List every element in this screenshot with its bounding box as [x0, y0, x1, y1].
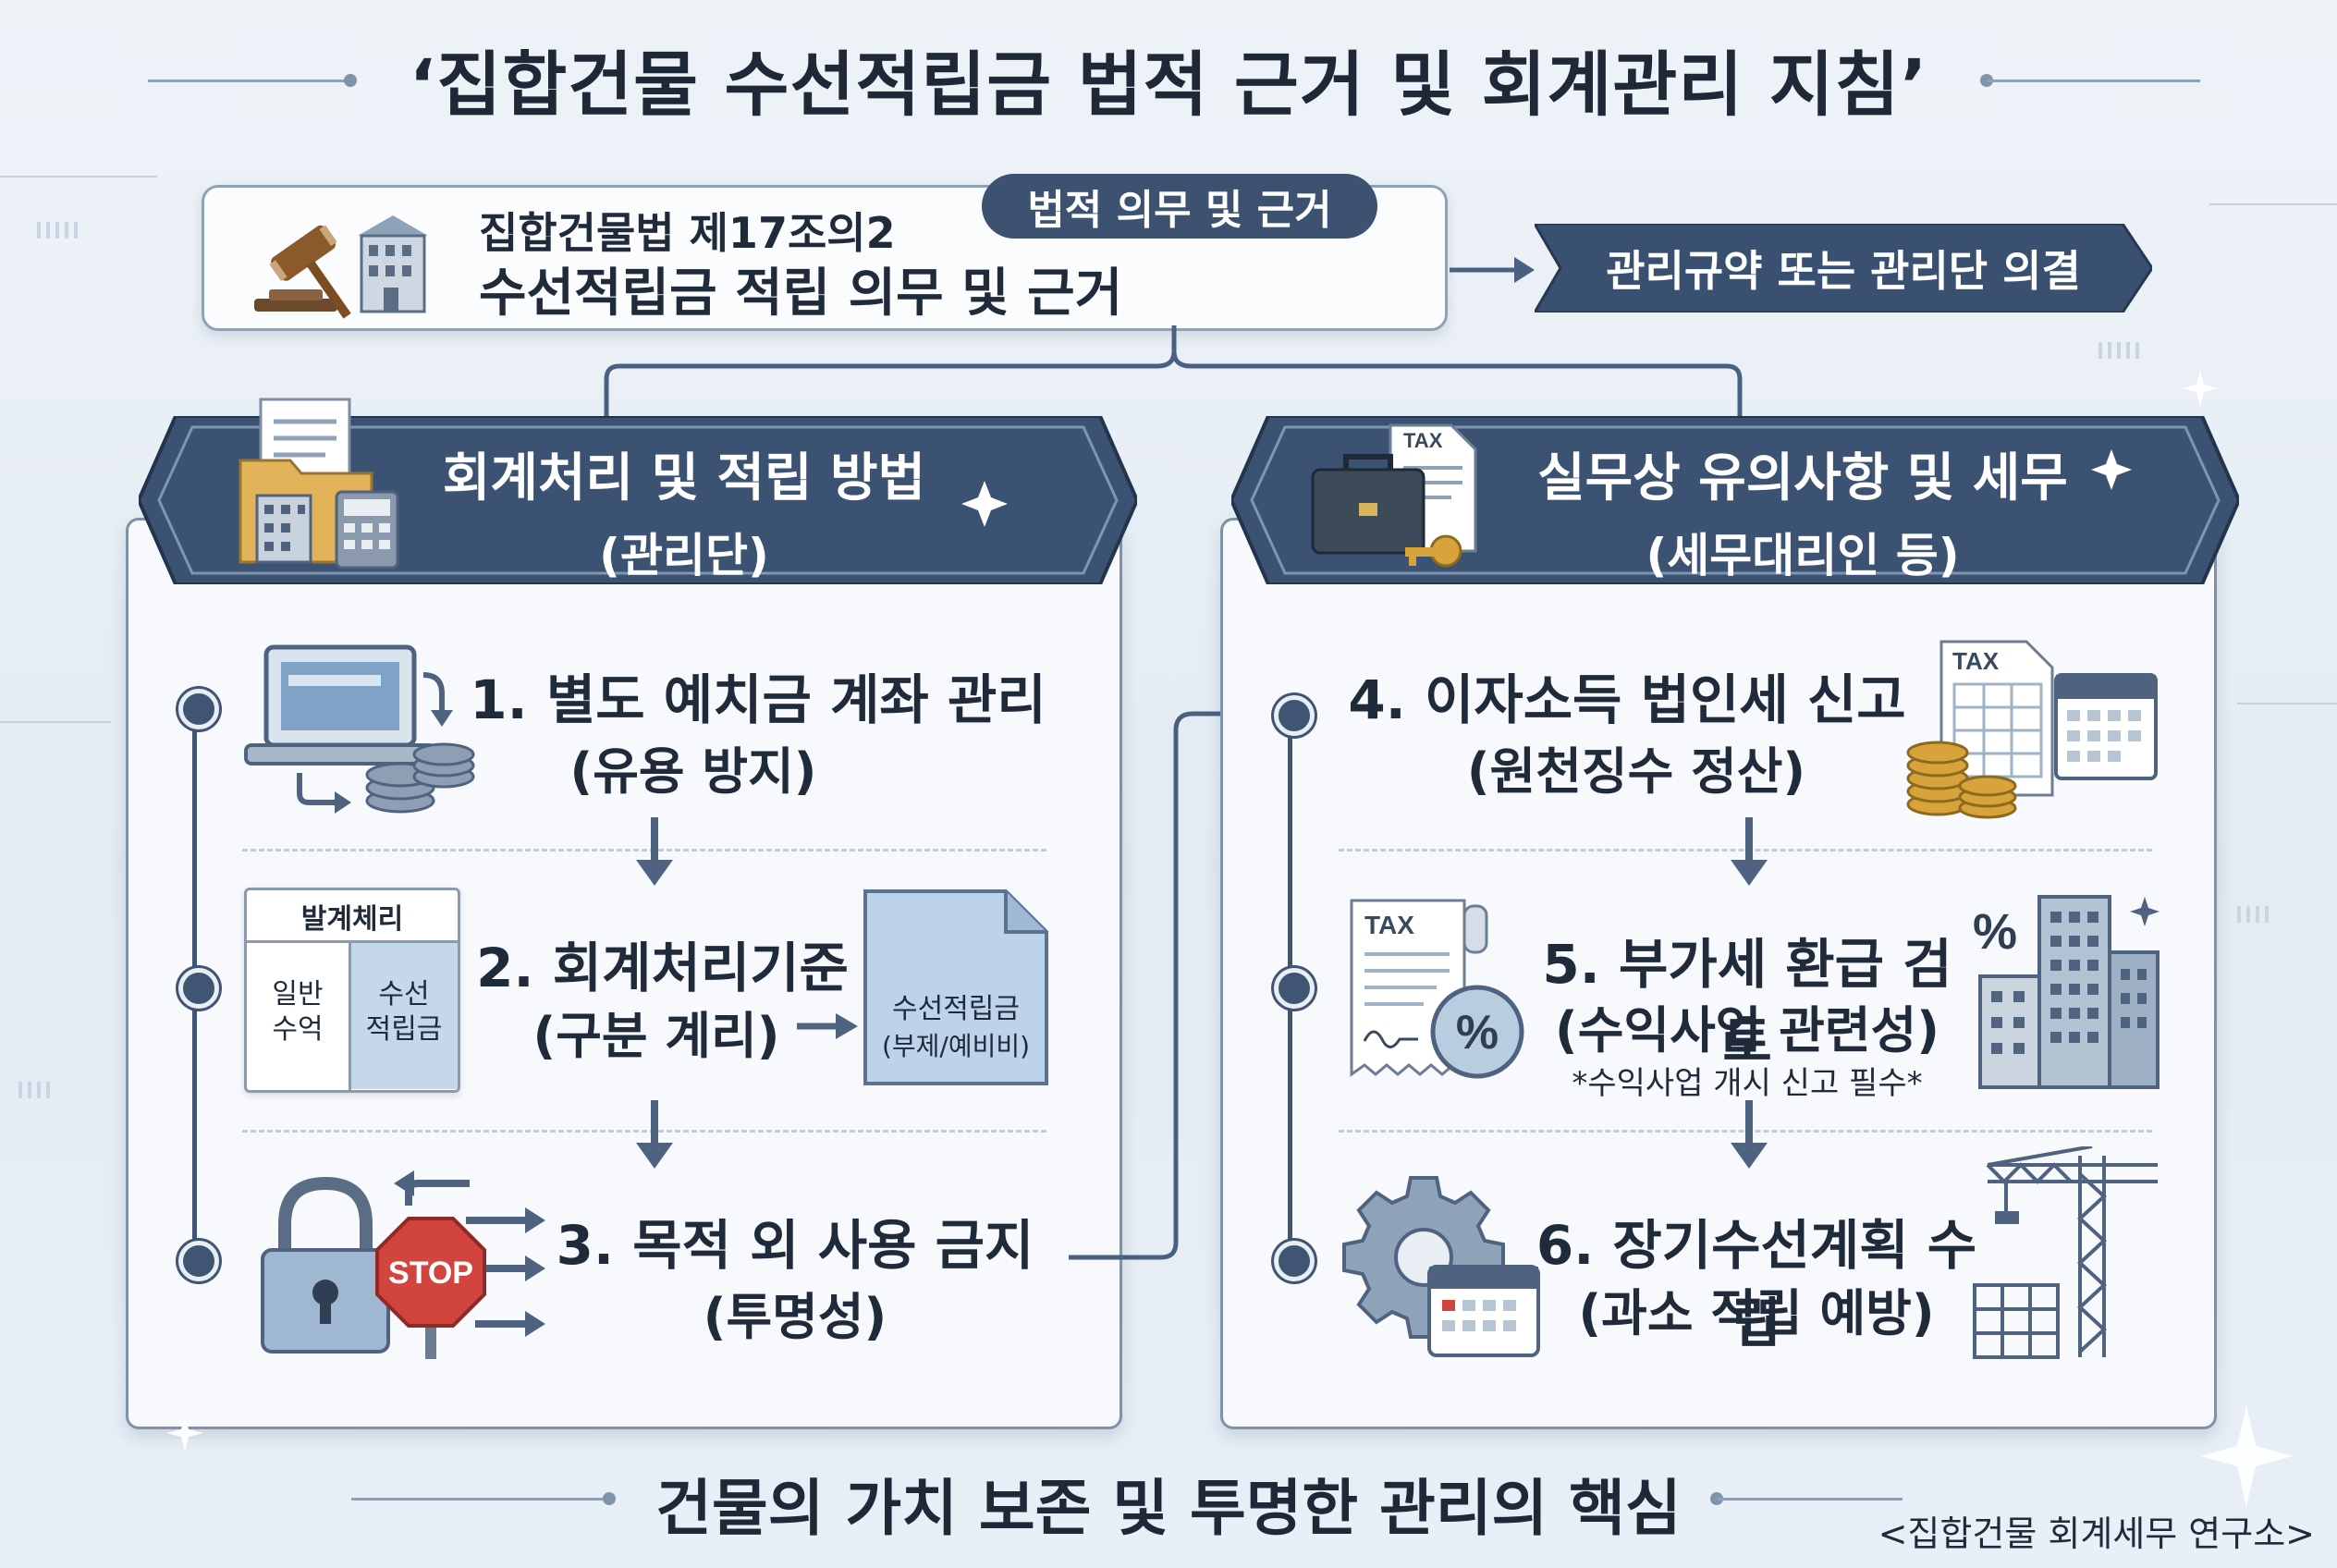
gavel-building-icon	[245, 199, 430, 319]
step2-sub: (구분 계리)	[532, 1007, 780, 1065]
arrow-right-icon	[797, 1013, 858, 1039]
left-header-sub: (관리단)	[599, 529, 769, 582]
step3-sub: (투명성)	[703, 1288, 887, 1346]
page-title: ‘집합건물 수선적립금 법적 근거 및 회계관리 지침’	[409, 43, 1928, 126]
timeline-node	[1274, 1241, 1315, 1281]
step1-title: 1. 별도 예치금 계좌 관리	[470, 668, 1046, 731]
ledger-head: 발계체리	[300, 903, 404, 936]
tax-calendar-coins-icon: TAX	[1904, 638, 2163, 823]
crane-construction-icon	[1969, 1145, 2163, 1361]
svg-text:%: %	[1973, 904, 2017, 960]
arrow-down-icon	[1731, 817, 1768, 886]
step4-sub: (원천징수 정산)	[1466, 742, 1806, 801]
credit-text: <집합건물 회계세무 연구소>	[1878, 1513, 2315, 1554]
svg-text:%: %	[1456, 1006, 1499, 1060]
gear-calendar-icon	[1340, 1174, 1544, 1359]
tax-text: TAX	[1364, 911, 1414, 939]
lock-stop-icon: STOP	[244, 1165, 558, 1359]
sparkle-icon	[166, 1415, 203, 1452]
divider	[242, 1130, 1046, 1133]
step4-title: 4. 이자소득 법인세 신고	[1348, 668, 1906, 731]
left-panel-header: 회계처리 및 적립 방법 (관리단)	[388, 436, 980, 585]
step6-title: 6. 장기수선계획 수립	[1536, 1214, 1977, 1354]
laptop-coins-icon	[239, 638, 479, 823]
step5-note: *수익사업 개시 신고 필수*	[1572, 1065, 1923, 1102]
ledger-left: 일반 수억	[272, 978, 324, 1046]
divider	[242, 849, 1046, 851]
receipt-percent-icon: TAX %	[1344, 893, 1529, 1084]
step5-title: 5. 부가세 환급 검토	[1542, 933, 1952, 1073]
right-header-sub: (세무대리인 등)	[1646, 529, 1960, 582]
tax-text: TAX	[1403, 429, 1443, 452]
legal-line2: 수선적립금 적립 의무 및 근거	[479, 263, 1123, 324]
arrow-down-icon	[636, 817, 673, 886]
right-panel-header: 실무상 유의사항 및 세무 (세무대리인 등)	[1498, 436, 2108, 585]
ledger-right: 수선 적립금	[365, 978, 443, 1046]
arrow-right-icon	[1450, 257, 1535, 283]
step3-title: 3. 목적 외 사용 금지	[556, 1214, 1034, 1277]
svg-text:STOP: STOP	[388, 1256, 473, 1291]
document-reserve-icon: 수선적립금 (부제/예비비)	[862, 888, 1050, 1087]
step5-sub: (수익사업 관련성)	[1555, 1001, 1939, 1060]
folder-documents-icon	[233, 396, 409, 571]
timeline-node	[178, 689, 219, 729]
building-percent-icon: %	[1969, 888, 2163, 1091]
timeline-node	[178, 1241, 219, 1281]
step6-sub: (과소 적립 예방)	[1578, 1284, 1935, 1342]
doc-line2: (부제/예비비)	[881, 1031, 1031, 1061]
banner-shape	[1535, 224, 2152, 312]
legal-line1: 집합건물법 제17조의2	[479, 208, 896, 258]
legal-tag: 법적 의무 및 근거	[982, 174, 1377, 239]
right-header-shape	[1231, 416, 2239, 584]
timeline-node	[1274, 695, 1315, 736]
arrow-down-icon	[1731, 1100, 1768, 1169]
branch-connector	[604, 325, 1743, 427]
timeline-node	[178, 968, 219, 1009]
right-header-title: 실무상 유의사항 및 세무	[1537, 448, 2068, 508]
arrow-down-icon	[636, 1100, 673, 1169]
briefcase-tax-key-icon: TAX	[1303, 412, 1507, 579]
tax-text: TAX	[1952, 647, 2000, 675]
sparkle-icon	[2182, 370, 2219, 407]
doc-line1: 수선적립금	[892, 993, 1020, 1025]
sparkle-icon	[2200, 1405, 2293, 1507]
left-header-title: 회계처리 및 적립 방법	[442, 448, 926, 508]
ledger-split-icon: 발계체리 일반 수억 수선 적립금	[244, 888, 460, 1093]
timeline-node	[1274, 968, 1315, 1009]
rule-banner: 관리규약 또는 관리단 의결	[1606, 246, 2081, 296]
step1-sub: (유용 방지)	[569, 742, 817, 801]
footer-text: 건물의 가치 보존 및 투명한 관리의 핵심	[655, 1473, 1682, 1544]
